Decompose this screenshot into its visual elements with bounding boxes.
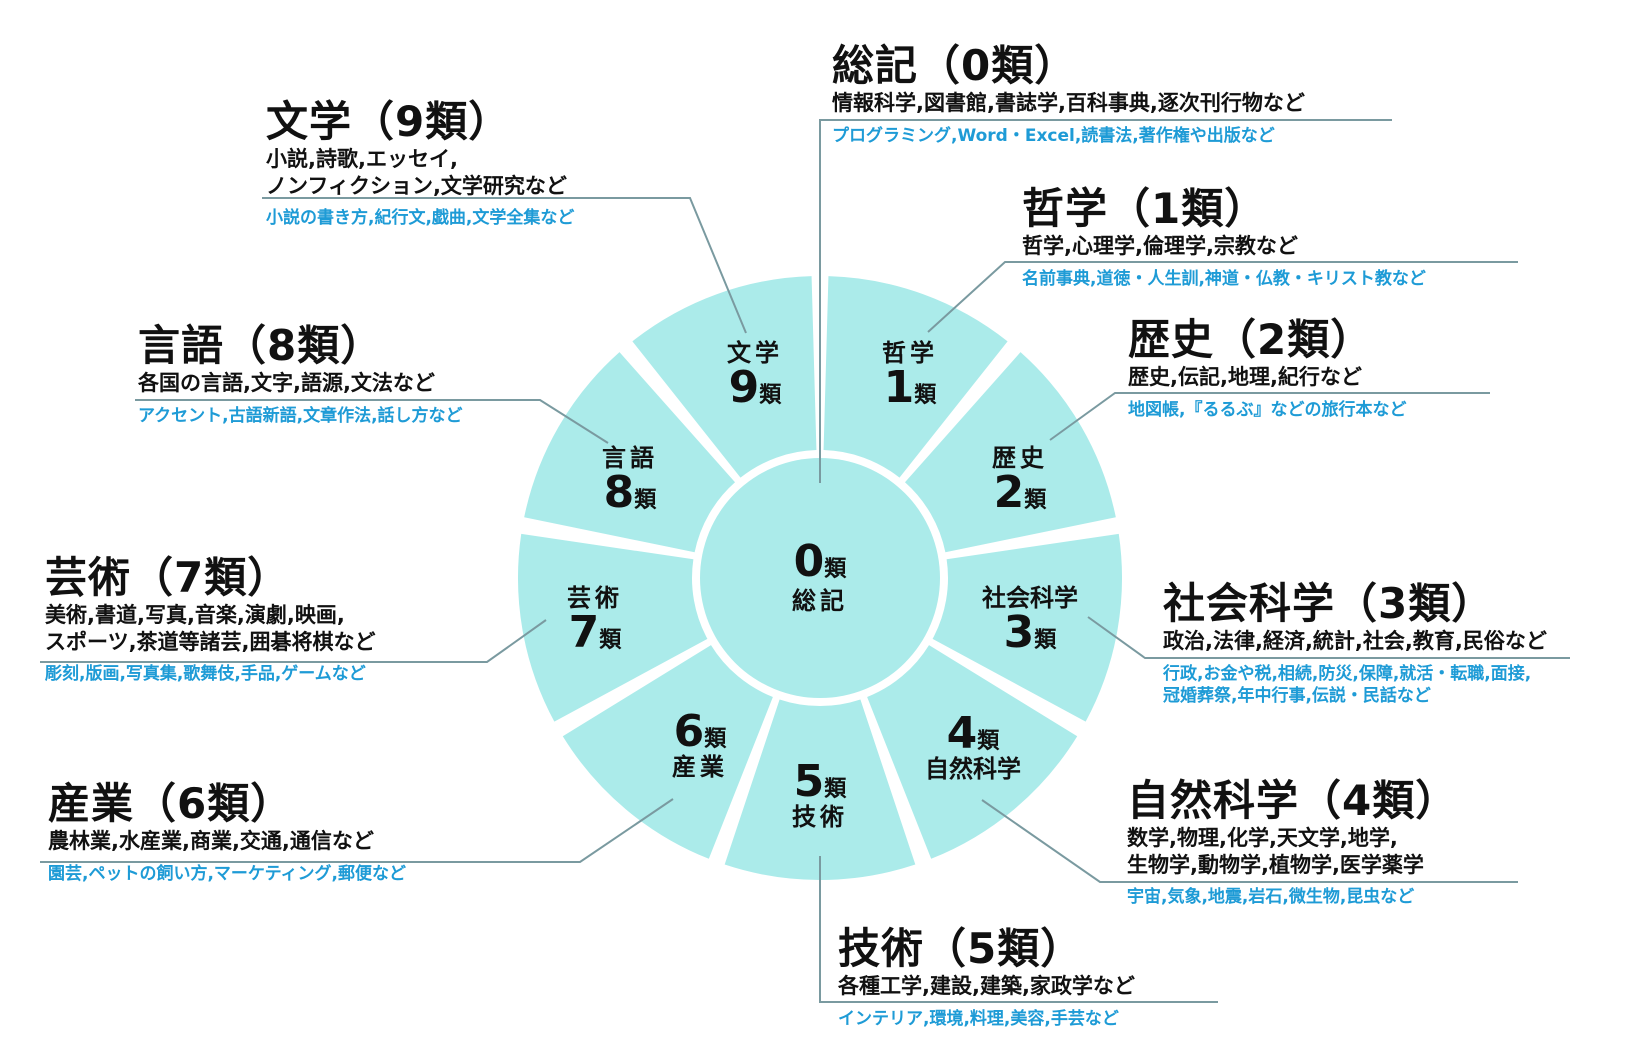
- leader-line-3: [1087, 616, 1570, 659]
- block-categories: 哲学,心理学,倫理学,宗教など: [1022, 234, 1298, 259]
- block-categories: 政治,法律,経済,統計,社会,教育,民俗など: [1163, 629, 1547, 654]
- block-examples-line-2: 冠婚葬祭,年中行事,伝説・民話など: [1163, 685, 1431, 706]
- segment-label-3: 社会科学 3類: [982, 584, 1078, 659]
- leader-line-7: [40, 619, 547, 663]
- block-categories-line-2: ノンフィクション,文学研究など: [266, 173, 567, 198]
- wheel-segment-6: [562, 645, 773, 859]
- segment-label-4: 4類 自然科学: [925, 708, 1021, 783]
- center-name: 総記: [792, 587, 848, 615]
- segment-label-6: 6類 産業: [672, 706, 728, 781]
- description-block-7: 芸術（7類） 美術,書道,写真,音楽,演劇,映画, スポーツ,茶道等諸芸,囲碁将…: [45, 553, 376, 685]
- block-categories: 農林業,水産業,商業,交通,通信など: [48, 829, 374, 854]
- block-title: 自然科学（4類）: [1127, 776, 1459, 825]
- block-examples: 地図帳,『るるぶ』などの旅行本など: [1128, 399, 1407, 420]
- leader-line-0: [819, 119, 1392, 483]
- block-title: 総記（0類）: [832, 41, 1078, 90]
- leader-line-6: [40, 798, 674, 863]
- block-categories: 各種工学,建設,建築,家政学など: [838, 974, 1135, 999]
- leader-line-1: [927, 261, 1518, 333]
- wheel-segment-7: [518, 533, 708, 722]
- leader-line-2: [1049, 392, 1490, 441]
- wheel-segment-4: [867, 645, 1078, 859]
- block-title: 社会科学（3類）: [1163, 579, 1495, 628]
- description-block-5: 技術（5類） 各種工学,建設,建築,家政学など インテリア,環境,料理,美容,手…: [838, 924, 1135, 1030]
- segment-label-9: 文学 9類: [727, 339, 783, 414]
- wheel-segment-3: [932, 533, 1122, 722]
- block-categories: 情報科学,図書館,書誌学,百科事典,逐次刊行物など: [832, 91, 1305, 116]
- block-title: 歴史（2類）: [1128, 315, 1374, 364]
- description-block-8: 言語（8類） 各国の言語,文字,語源,文法など アクセント,古語新語,文章作法,…: [138, 321, 463, 427]
- block-title: 文学（9類）: [266, 97, 512, 146]
- block-examples: プログラミング,Word・Excel,読書法,著作権や出版など: [832, 125, 1275, 146]
- block-title: 芸術（7類）: [45, 553, 291, 602]
- description-block-3: 社会科学（3類） 政治,法律,経済,統計,社会,教育,民俗など 行政,お金や税,…: [1163, 579, 1547, 707]
- segment-label-2: 歴史 2類: [992, 444, 1048, 519]
- description-block-0: 総記（0類） 情報科学,図書館,書誌学,百科事典,逐次刊行物など プログラミング…: [832, 41, 1305, 147]
- block-examples: 園芸,ペットの飼い方,マーケティング,郵便など: [48, 863, 407, 884]
- center-circle: [700, 458, 940, 698]
- wheel-segment-8: [524, 352, 736, 553]
- block-examples: 名前事典,道徳・人生訓,神道・仏教・キリスト教など: [1022, 268, 1426, 289]
- wheel-segment-5: [724, 699, 916, 880]
- description-block-6: 産業（6類） 農林業,水産業,商業,交通,通信など 園芸,ペットの飼い方,マーケ…: [48, 779, 407, 885]
- block-categories: 各国の言語,文字,語源,文法など: [138, 371, 435, 396]
- block-examples: 宇宙,気象,地震,岩石,微生物,昆虫など: [1127, 886, 1415, 907]
- description-block-4: 自然科学（4類） 数学,物理,化学,天文学,地学, 生物学,動物学,植物学,医学…: [1127, 776, 1459, 908]
- leader-line-9: [262, 197, 747, 334]
- block-categories-line-2: スポーツ,茶道等諸芸,囲碁将棋など: [45, 629, 376, 654]
- description-block-2: 歴史（2類） 歴史,伝記,地理,紀行など 地図帳,『るるぶ』などの旅行本など: [1128, 315, 1407, 421]
- wheel-segment-1: [823, 276, 1008, 478]
- block-examples: 小説の書き方,紀行文,戯曲,文学全集など: [266, 207, 575, 228]
- leader-line-8: [135, 399, 609, 444]
- description-block-1: 哲学（1類） 哲学,心理学,倫理学,宗教など 名前事典,道徳・人生訓,神道・仏教…: [1022, 184, 1426, 290]
- block-examples: アクセント,古語新語,文章作法,話し方など: [138, 405, 463, 426]
- center-rui: 類: [824, 557, 847, 582]
- leader-line-5: [819, 856, 1218, 1003]
- center-num: 0: [793, 536, 825, 587]
- block-examples-line-1: 行政,お金や税,相続,防災,保障,就活・転職,面接,: [1163, 663, 1532, 684]
- block-title: 哲学（1類）: [1022, 184, 1268, 233]
- center-label: 0類 総記: [760, 540, 880, 615]
- block-categories-line-1: 美術,書道,写真,音楽,演劇,映画,: [45, 603, 345, 628]
- block-title: 技術（5類）: [838, 924, 1084, 973]
- segment-label-7: 芸術 7類: [567, 584, 623, 659]
- block-categories-line-2: 生物学,動物学,植物学,医学薬学: [1127, 852, 1424, 877]
- block-categories-line-1: 数学,物理,化学,天文学,地学,: [1127, 826, 1398, 851]
- block-title: 産業（6類）: [48, 779, 294, 828]
- segment-label-1: 哲学 1類: [882, 339, 938, 414]
- block-examples: インテリア,環境,料理,美容,手芸など: [838, 1008, 1119, 1029]
- leader-line-4: [981, 799, 1518, 883]
- description-block-9: 文学（9類） 小説,詩歌,エッセイ, ノンフィクション,文学研究など 小説の書き…: [266, 97, 575, 229]
- block-categories-line-1: 小説,詩歌,エッセイ,: [266, 147, 458, 172]
- wheel-segment-9: [632, 276, 817, 478]
- block-title: 言語（8類）: [138, 321, 384, 370]
- block-examples: 彫刻,版画,写真集,歌舞伎,手品,ゲームなど: [45, 663, 366, 684]
- segment-label-8: 言語 8類: [602, 444, 658, 519]
- segment-label-5: 5類 技術: [792, 756, 848, 831]
- wheel-segment-2: [904, 352, 1116, 553]
- block-categories: 歴史,伝記,地理,紀行など: [1128, 365, 1362, 390]
